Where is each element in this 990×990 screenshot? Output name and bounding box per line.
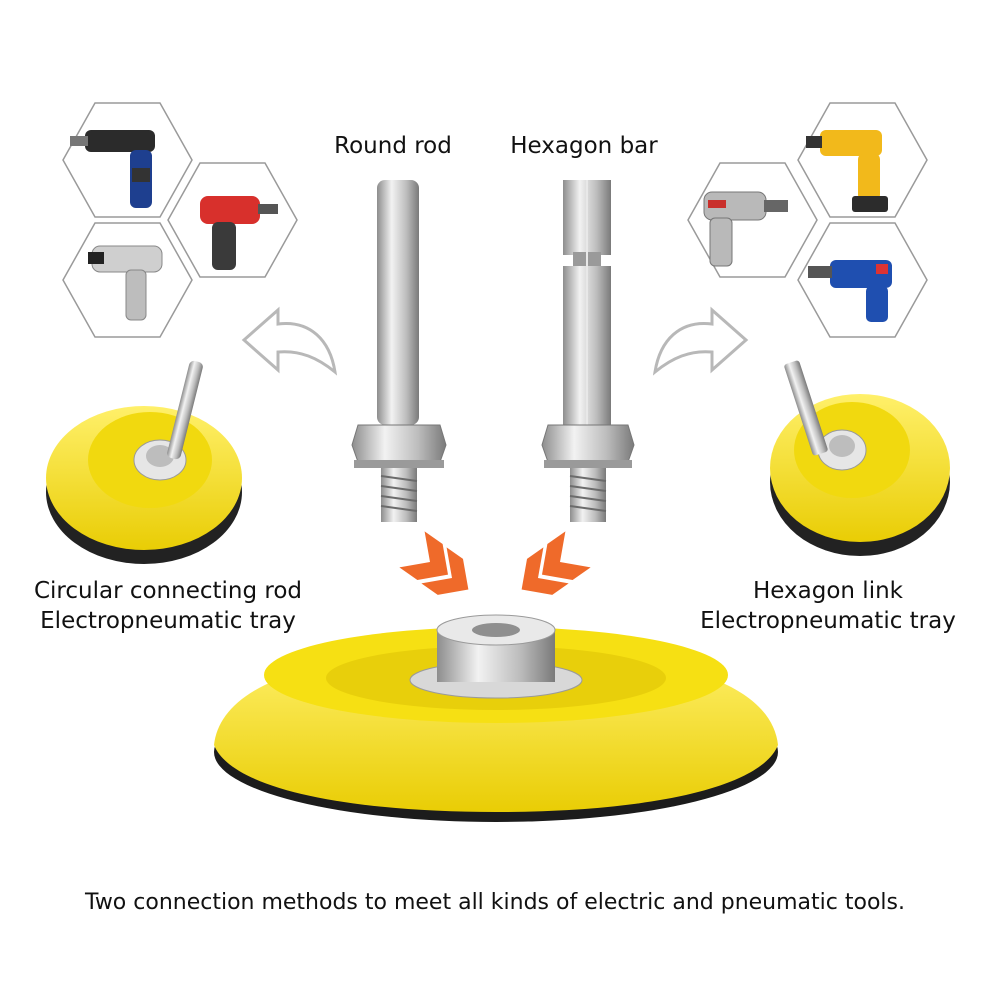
left-round-rod-pad: [46, 360, 242, 564]
left-caption-line1: Circular connecting rod: [33, 578, 303, 604]
round-rod-shaft: [351, 180, 447, 522]
right-tool-tiles: [687, 102, 928, 338]
curved-arrow-left-icon: [241, 306, 338, 376]
orange-arrow-down-left-icon: [521, 531, 591, 595]
tool-tile-impact-wrench-blue: [62, 102, 193, 218]
impact-wrench-red-icon: [200, 196, 278, 270]
pneumatic-impact-wrench-icon: [88, 245, 163, 321]
cordless-drill-yellow-icon: [806, 130, 888, 212]
curved-arrow-right-icon: [652, 306, 749, 376]
right-hexagon-link-pad: [770, 360, 950, 556]
hexagon-bar-shaft: [541, 180, 635, 522]
electric-drill-red-icon: [703, 191, 788, 267]
round-rod-label: Round rod: [334, 133, 452, 159]
large-center-pad: [214, 614, 778, 822]
impact-wrench-blue-icon: [70, 130, 155, 208]
orange-arrow-down-right-icon: [399, 531, 469, 595]
right-caption-line2: Electropneumatic tray: [700, 608, 956, 634]
hexagon-bar-label: Hexagon bar: [510, 133, 658, 159]
footer-caption: Two connection methods to meet all kinds…: [85, 890, 905, 915]
right-caption-line1: Hexagon link: [753, 578, 903, 604]
left-caption-line2: Electropneumatic tray: [40, 608, 296, 634]
left-tool-tiles: [62, 102, 298, 338]
electric-drill-blue-icon: [808, 260, 892, 322]
